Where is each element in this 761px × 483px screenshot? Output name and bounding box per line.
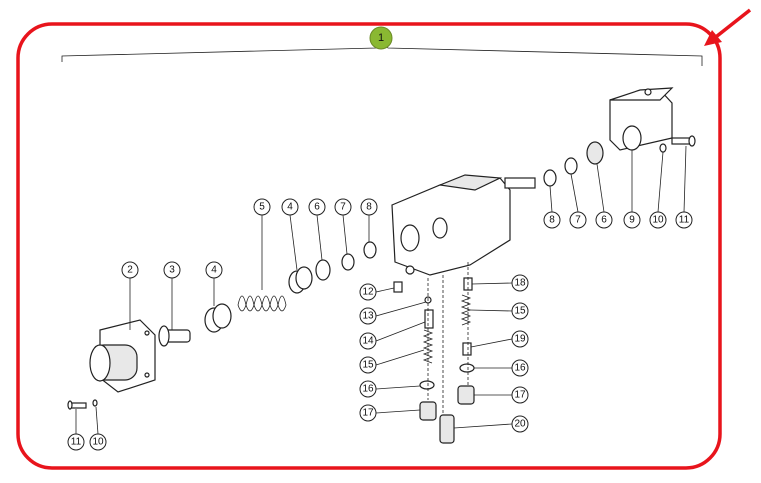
- callout-10-left: 10: [89, 406, 107, 451]
- callout-12: 12: [359, 283, 395, 301]
- callout-20: 20: [453, 415, 529, 433]
- callout-7-right: 7: [569, 173, 587, 229]
- part-bolt-right: [671, 135, 696, 147]
- svg-text:5: 5: [259, 202, 265, 213]
- callout-17-right: 17: [474, 386, 529, 404]
- part-bolt-left: [67, 400, 87, 410]
- part-ring-8-right: [543, 169, 557, 187]
- part-15-spring-left: [422, 329, 434, 364]
- svg-text:20: 20: [514, 419, 526, 430]
- svg-text:19: 19: [514, 334, 526, 345]
- callout-16-left: 16: [359, 380, 421, 398]
- callout-15-left: 15: [359, 349, 425, 374]
- svg-text:7: 7: [340, 202, 346, 213]
- svg-text:11: 11: [679, 215, 690, 226]
- callout-7-left: 7: [334, 198, 352, 255]
- part-16-oring-left: [419, 380, 435, 390]
- assembly-badge-label: 1: [378, 32, 384, 44]
- part-12-screw: [393, 281, 403, 293]
- svg-text:17: 17: [514, 390, 526, 401]
- callout-15-right: 15: [469, 302, 529, 320]
- part-washer-right: [659, 143, 667, 153]
- svg-text:15: 15: [362, 360, 374, 371]
- highlight-frame: [16, 22, 722, 470]
- callout-8-right: 8: [543, 185, 561, 229]
- svg-text:9: 9: [629, 215, 635, 226]
- callout-3: 3: [163, 261, 181, 330]
- part-17-plug-right: [457, 385, 475, 405]
- svg-text:18: 18: [514, 278, 526, 289]
- svg-text:12: 12: [362, 287, 374, 298]
- callout-16-right: 16: [474, 359, 529, 377]
- svg-text:11: 11: [71, 437, 82, 448]
- part-ring-7-left: [341, 253, 355, 271]
- callout-11-left: 11: [67, 409, 85, 451]
- part-ring-8-left: [363, 241, 377, 259]
- pointer-arrow: [704, 8, 752, 46]
- part-ring-6-left: [315, 259, 331, 281]
- part-valve-body: [391, 174, 536, 276]
- part-bracket: [609, 87, 674, 151]
- svg-text:15: 15: [514, 306, 526, 317]
- part-end-cap: [89, 319, 156, 393]
- part-ring-7-right: [564, 157, 578, 175]
- callout-11-right: 11: [675, 145, 693, 229]
- svg-text:8: 8: [549, 215, 555, 226]
- callout-13: 13: [359, 301, 427, 325]
- svg-text:10: 10: [652, 215, 664, 226]
- svg-text:4: 4: [287, 202, 293, 213]
- callout-5: 5: [253, 198, 271, 290]
- callout-8-left: 8: [360, 198, 378, 242]
- svg-text:6: 6: [314, 202, 320, 213]
- svg-text:10: 10: [92, 437, 104, 448]
- part-spring-main: [237, 295, 287, 312]
- part-bushing-right: [288, 266, 313, 294]
- callout-2: 2: [121, 261, 139, 330]
- part-16-oring-right: [459, 363, 475, 373]
- callout-4-left: 4: [205, 261, 223, 306]
- part-washer-left: [92, 399, 98, 407]
- part-ring-6-right: [586, 141, 604, 165]
- part-screw: [158, 325, 191, 347]
- part-20-plug: [439, 414, 455, 444]
- assembly-badge: 1: [369, 26, 393, 50]
- part-19-piston: [462, 342, 472, 356]
- callout-19: 19: [470, 330, 529, 348]
- svg-text:13: 13: [362, 311, 374, 322]
- part-14-pin: [424, 309, 434, 329]
- svg-text:4: 4: [211, 265, 217, 276]
- callout-14: 14: [359, 321, 426, 350]
- callout-6-right: 6: [595, 163, 613, 229]
- part-bushing-left: [204, 303, 232, 333]
- svg-text:7: 7: [575, 215, 581, 226]
- callout-18: 18: [471, 274, 529, 292]
- callout-6-left: 6: [308, 198, 326, 261]
- callout-4-right: 4: [281, 198, 299, 271]
- svg-text:8: 8: [366, 202, 372, 213]
- svg-text:14: 14: [362, 336, 374, 347]
- svg-text:16: 16: [514, 363, 526, 374]
- part-15-spring-right: [460, 294, 472, 326]
- svg-text:3: 3: [169, 265, 175, 276]
- svg-text:16: 16: [362, 384, 374, 395]
- callout-17-left: 17: [359, 404, 421, 422]
- part-17-plug-left: [419, 401, 437, 421]
- callout-9: 9: [623, 150, 641, 229]
- svg-text:2: 2: [127, 265, 133, 276]
- svg-text:6: 6: [601, 215, 607, 226]
- svg-text:17: 17: [362, 408, 374, 419]
- callout-10-right: 10: [649, 151, 667, 229]
